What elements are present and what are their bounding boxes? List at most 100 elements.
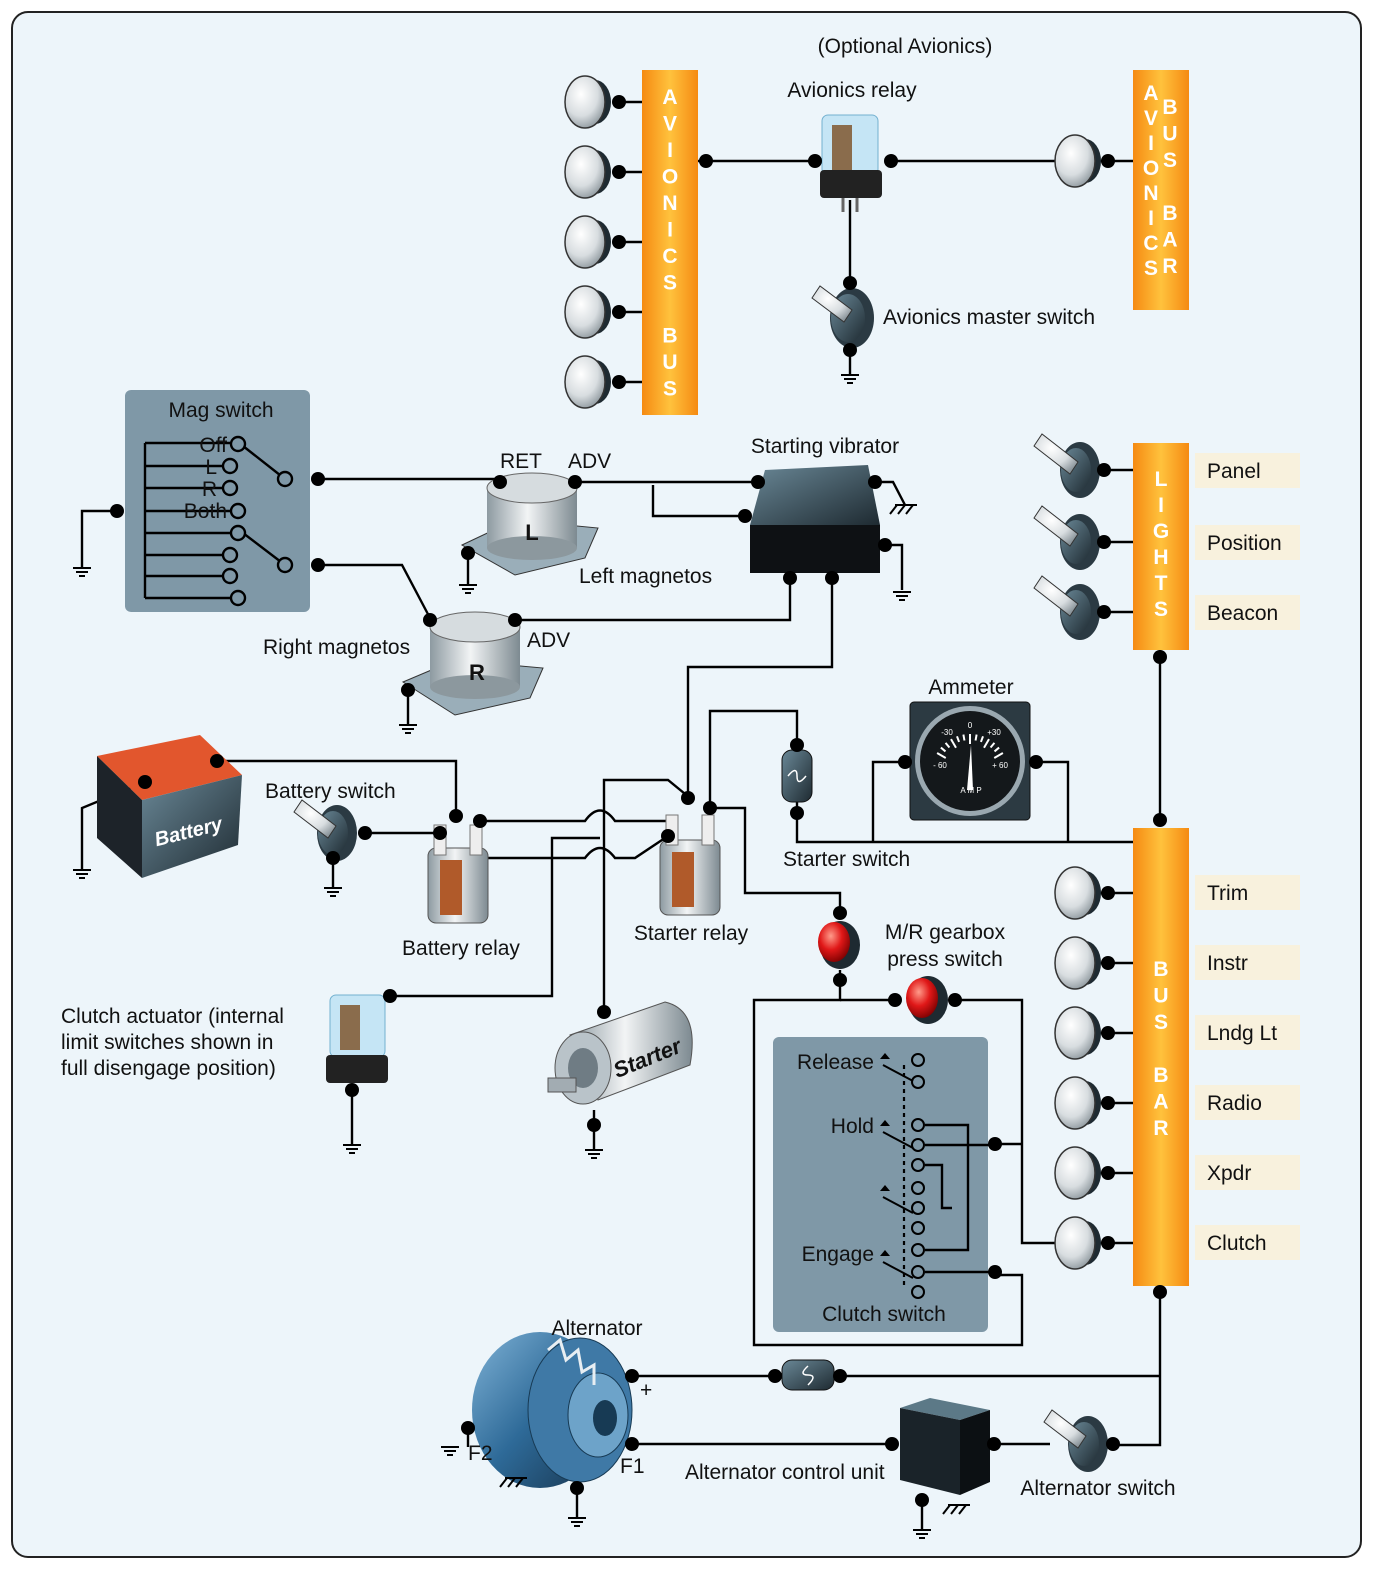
alternator-switch[interactable] [1043, 1409, 1108, 1472]
light-switch-beacon[interactable] [1033, 575, 1100, 640]
clutch-switch[interactable]: Release Hold Engage Clutch switch [773, 1037, 995, 1332]
clutch-contact-arrow [880, 1053, 890, 1059]
clutch-actuator [326, 994, 388, 1083]
junction-dot [1097, 535, 1111, 549]
junction-dot [1097, 605, 1111, 619]
alternator [472, 1332, 633, 1488]
lights-bus-letter: G [1153, 520, 1169, 543]
junction-dot [868, 475, 882, 489]
mag-position-off: Off [199, 434, 227, 457]
junction-dot [790, 738, 804, 752]
avionics-breaker-knob[interactable] [564, 215, 611, 269]
avionics-breaker-knob[interactable] [564, 285, 611, 339]
avionics-bus-right-breaker[interactable] [1054, 134, 1101, 188]
junction-dot [833, 973, 847, 987]
ret-label: RET [500, 450, 542, 473]
junction-dot [790, 806, 804, 820]
junction-dot [449, 809, 463, 823]
junction-dot [843, 276, 857, 290]
junction-dot [878, 538, 892, 552]
main-bus-letter: U [1153, 985, 1168, 1008]
battery-relay-label: Battery relay [402, 937, 520, 960]
gearbox-press-switch-upper[interactable] [818, 921, 860, 969]
junction-dot [423, 613, 437, 627]
ammeter-scale-zero: 0 [968, 721, 973, 730]
avionics-relay-label: Avionics relay [787, 79, 917, 102]
mag-position-r: R [202, 478, 217, 501]
ammeter-tick [980, 735, 984, 743]
junction-dot [833, 906, 847, 920]
left-magneto-letter: L [525, 520, 538, 545]
junction-dot [1101, 1236, 1115, 1250]
junction-dot [703, 801, 717, 815]
junction-dot [661, 829, 675, 843]
ammeter: -30 0 +30 - 60 + 60 A M P [909, 701, 1031, 821]
light-label-box [1195, 595, 1300, 630]
starting-vibrator-label: Starting vibrator [751, 435, 899, 458]
ground-icon [585, 1149, 603, 1159]
light-switch-panel[interactable] [1033, 433, 1100, 498]
junction-dot [1153, 813, 1167, 827]
ground-icon [73, 869, 91, 879]
battery-relay [427, 824, 489, 924]
avionics-breaker-knob[interactable] [564, 355, 611, 409]
avionics-bus-left-letter: I [667, 219, 673, 242]
lights-bus-letter: L [1155, 468, 1168, 491]
mag-position-both: Both [184, 500, 227, 523]
right-magnetos-label: Right magnetos [263, 636, 410, 659]
ground-symbols [73, 374, 970, 1539]
clutch-contact [911, 1158, 925, 1172]
avionics-bus-left-letter: V [663, 113, 677, 136]
mag-position-l: L [205, 456, 217, 479]
avionics-bus-right-col2-letter: A [1162, 229, 1177, 252]
junction-dot [138, 775, 152, 789]
circuit-breaker-instr[interactable] [1054, 936, 1101, 990]
junction-dot [473, 814, 487, 828]
junction-dot [948, 993, 962, 1007]
main-bus-letter: B [1153, 1064, 1168, 1087]
junction-dot [612, 305, 626, 319]
clutch-actuator-line-2: limit switches shown in [61, 1031, 273, 1054]
clutch-contact [911, 1285, 925, 1299]
ground-icon [893, 591, 911, 601]
circuit-breaker-xpdr[interactable] [1054, 1146, 1101, 1200]
circuit-breaker-trim[interactable] [1054, 866, 1101, 920]
avionics-master-switch[interactable] [811, 285, 874, 375]
alternator-fuse [781, 1359, 835, 1391]
junction-dot [681, 791, 695, 805]
junction-dot [915, 1493, 929, 1507]
starter-switch-fuse [781, 749, 813, 803]
clutch-contact-arm [882, 1131, 914, 1149]
circuit-breaker-clutch[interactable] [1054, 1216, 1101, 1270]
gearbox-press-switch-lower[interactable] [906, 976, 948, 1024]
main-bus-letter: R [1153, 1117, 1168, 1140]
avionics-breaker-knob[interactable] [564, 145, 611, 199]
light-switch-position[interactable] [1033, 505, 1100, 570]
junction-dot [433, 826, 447, 840]
lights-bus-letter: I [1158, 494, 1164, 517]
junction-dot [1153, 650, 1167, 664]
mag-switch[interactable]: Mag switch Off L R Both [125, 390, 310, 612]
junction-dot [570, 1481, 584, 1495]
avionics-bus-right-col1-letter: V [1144, 107, 1158, 130]
circuit-label-box [1195, 1015, 1300, 1050]
ground-icon [343, 1144, 361, 1154]
avionics-breaker-knob[interactable] [564, 75, 611, 129]
light-label: Position [1207, 532, 1282, 555]
clutch-switch-title: Clutch switch [822, 1303, 946, 1326]
clutch-contact [911, 1138, 925, 1152]
junction-dot [612, 375, 626, 389]
junction-dot [888, 993, 902, 1007]
battery-switch[interactable] [293, 799, 357, 861]
main-bus-letter: S [1154, 1011, 1168, 1034]
ammeter-unit: A M P [960, 786, 981, 795]
ammeter-scale-plus30: +30 [987, 728, 1001, 737]
clutch-contact [911, 1265, 925, 1279]
junction-dot [110, 504, 124, 518]
circuit-breaker-lndg-lt[interactable] [1054, 1006, 1101, 1060]
junction-dot [833, 1369, 847, 1383]
circuit-breaker-radio[interactable] [1054, 1076, 1101, 1130]
avionics-bus-right-col1-letter: N [1143, 182, 1158, 205]
junction-dot [461, 1421, 475, 1435]
